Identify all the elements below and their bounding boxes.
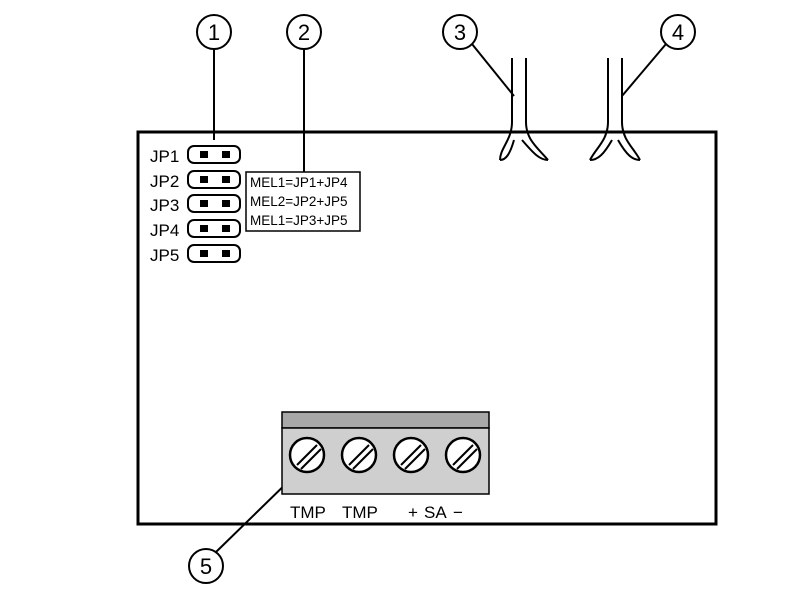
cable-3	[499, 58, 549, 161]
terminal-label-minus: −	[453, 503, 463, 522]
callout-2: 2	[286, 14, 322, 172]
terminal-label-tmp-2: TMP	[342, 503, 378, 522]
board-outline	[136, 130, 718, 526]
jumper-label-jp5: JP5	[150, 246, 179, 265]
svg-text:1: 1	[208, 20, 220, 45]
jumper-label-jp2: JP2	[150, 172, 179, 191]
terminal-screw-4[interactable]	[444, 436, 482, 474]
cable-4	[589, 58, 641, 161]
terminal-screw-2[interactable]	[340, 436, 378, 474]
jumper-jp3[interactable]	[187, 194, 241, 213]
jumper-label-jp1: JP1	[150, 147, 179, 166]
callout-3: 3	[442, 14, 515, 97]
callout-1: 1	[196, 14, 232, 140]
jumper-jp1[interactable]	[187, 145, 241, 164]
mel-line-2: MEL2=JP2+JP5	[250, 194, 348, 209]
jumper-jp4[interactable]	[187, 219, 241, 238]
callout-4: 4	[621, 14, 696, 97]
svg-text:4: 4	[672, 20, 684, 45]
terminal-label-sa: SA	[424, 503, 447, 522]
terminal-label-plus: +	[408, 503, 418, 522]
svg-text:2: 2	[298, 20, 310, 45]
terminal-screw-1[interactable]	[288, 436, 326, 474]
svg-text:5: 5	[200, 554, 212, 579]
jumper-jp2[interactable]	[187, 170, 241, 189]
mel-line-1: MEL1=JP1+JP4	[250, 175, 348, 190]
mel-config-box	[245, 171, 361, 232]
jumper-label-jp4: JP4	[150, 221, 179, 240]
jumper-jp5[interactable]	[187, 244, 241, 263]
mel-line-3: MEL1=JP3+JP5	[250, 213, 348, 228]
terminal-screw-3[interactable]	[392, 436, 430, 474]
jumper-label-jp3: JP3	[150, 196, 179, 215]
callout-5: 5	[188, 473, 297, 584]
svg-text:3: 3	[454, 20, 466, 45]
terminal-label-tmp-1: TMP	[290, 503, 326, 522]
